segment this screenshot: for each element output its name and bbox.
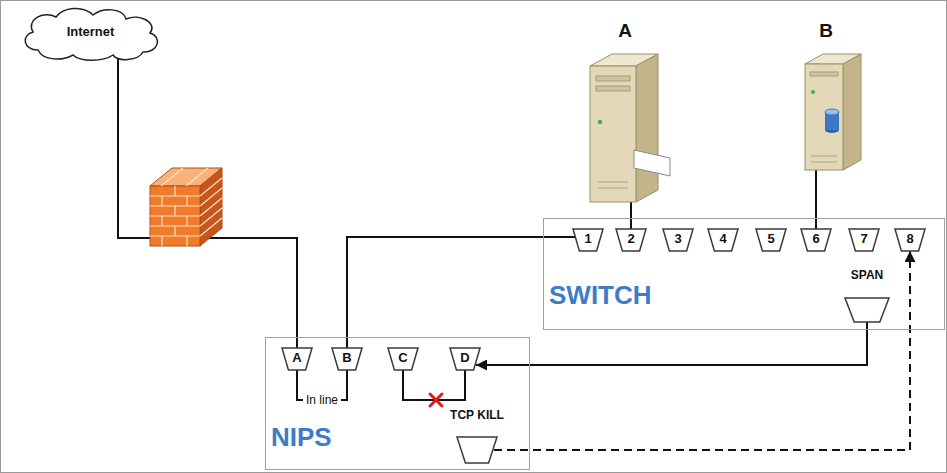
drive-bay xyxy=(810,72,838,76)
cross-stroke xyxy=(430,394,442,406)
switch-port: 1 xyxy=(572,228,608,252)
connector-line xyxy=(630,201,632,229)
switch-port: 5 xyxy=(755,228,791,252)
firewall-front xyxy=(150,186,200,246)
brick-line xyxy=(161,196,162,206)
connector-line xyxy=(118,58,297,348)
port-label: 3 xyxy=(660,231,696,246)
box-outline xyxy=(266,338,530,470)
drive-bay xyxy=(596,86,630,91)
switch-port: 8 xyxy=(894,228,930,252)
brick-line xyxy=(161,216,162,226)
brick-lines xyxy=(150,168,222,246)
port-label: 5 xyxy=(753,231,789,246)
brick-line xyxy=(186,168,208,186)
server-node-shape xyxy=(805,52,870,170)
brick-line xyxy=(200,198,222,216)
connector-line xyxy=(476,322,867,365)
switch-box-shape xyxy=(543,218,945,330)
server-node: B xyxy=(800,20,875,172)
server-front xyxy=(590,66,636,202)
port-label: 6 xyxy=(798,231,834,246)
brick-line xyxy=(186,236,187,246)
vent-line xyxy=(598,182,628,183)
switch-box: SWITCH 12345678SPAN xyxy=(543,218,945,330)
vent-line xyxy=(811,156,837,157)
cross-stroke xyxy=(430,394,442,406)
brick-line xyxy=(200,178,222,196)
port-label: 4 xyxy=(705,231,741,246)
server-side xyxy=(843,54,861,170)
brick-line xyxy=(200,218,222,236)
tcp-kill-port: TCP KILL xyxy=(437,408,521,466)
brick-line xyxy=(174,186,175,196)
node-label: A xyxy=(603,20,647,42)
disk-top xyxy=(825,109,839,115)
switch-port: 2 xyxy=(615,228,651,252)
node-label: B xyxy=(804,20,848,42)
port-label: 7 xyxy=(846,231,882,246)
box-heading: SWITCH xyxy=(549,280,723,311)
connector-label: In line xyxy=(303,393,341,407)
firewall-icon xyxy=(150,168,222,246)
server-side xyxy=(636,54,658,202)
nips-port: C xyxy=(387,347,423,371)
drive-bay xyxy=(596,76,630,81)
blocked-mark xyxy=(430,394,442,406)
port-label: D xyxy=(447,350,483,365)
cloud-node: Internet xyxy=(18,5,167,62)
node-label: Internet xyxy=(16,24,165,39)
brick-line xyxy=(174,206,175,216)
brick-line xyxy=(161,168,183,186)
brick-line xyxy=(200,208,222,226)
box-outline xyxy=(544,219,945,330)
switch-port: 6 xyxy=(800,228,836,252)
brick-line xyxy=(161,236,162,246)
span-port: SPAN xyxy=(837,268,901,324)
tcp-kill-port-shape xyxy=(456,436,498,464)
brick-line xyxy=(186,216,187,226)
brick-line xyxy=(186,196,187,206)
switch-port: 7 xyxy=(848,228,884,252)
port-label: 2 xyxy=(613,231,649,246)
span-port-shape xyxy=(844,297,890,323)
dashed-connector xyxy=(494,251,910,450)
port-label: 1 xyxy=(570,231,606,246)
nips-port: B xyxy=(331,347,367,371)
port-outline xyxy=(845,298,889,322)
power-led xyxy=(598,120,602,124)
port-label: SPAN xyxy=(835,268,899,282)
connector-line xyxy=(347,237,575,348)
server-node-shape xyxy=(590,52,670,202)
brick-line xyxy=(200,188,222,206)
switch-port: 4 xyxy=(707,228,743,252)
box-heading: NIPS xyxy=(271,422,395,453)
port-label: A xyxy=(279,350,315,365)
nips-port: D xyxy=(449,347,485,371)
port-label: TCP KILL xyxy=(435,408,519,422)
vent-line xyxy=(598,188,628,189)
power-led xyxy=(811,90,815,94)
switch-port: 3 xyxy=(662,228,698,252)
nips-port: A xyxy=(281,347,317,371)
firewall-side xyxy=(200,168,222,246)
label-anchor: In line xyxy=(303,393,341,407)
port-label: C xyxy=(385,350,421,365)
brick-line xyxy=(174,226,175,236)
vent-line xyxy=(811,162,837,163)
network-card xyxy=(634,150,670,176)
connector-line xyxy=(815,169,817,229)
connector-line xyxy=(403,370,465,400)
port-label: 8 xyxy=(892,231,928,246)
port-label: B xyxy=(329,350,365,365)
port-outline xyxy=(457,437,497,463)
server-node: A xyxy=(585,20,670,204)
server-front xyxy=(805,64,843,170)
